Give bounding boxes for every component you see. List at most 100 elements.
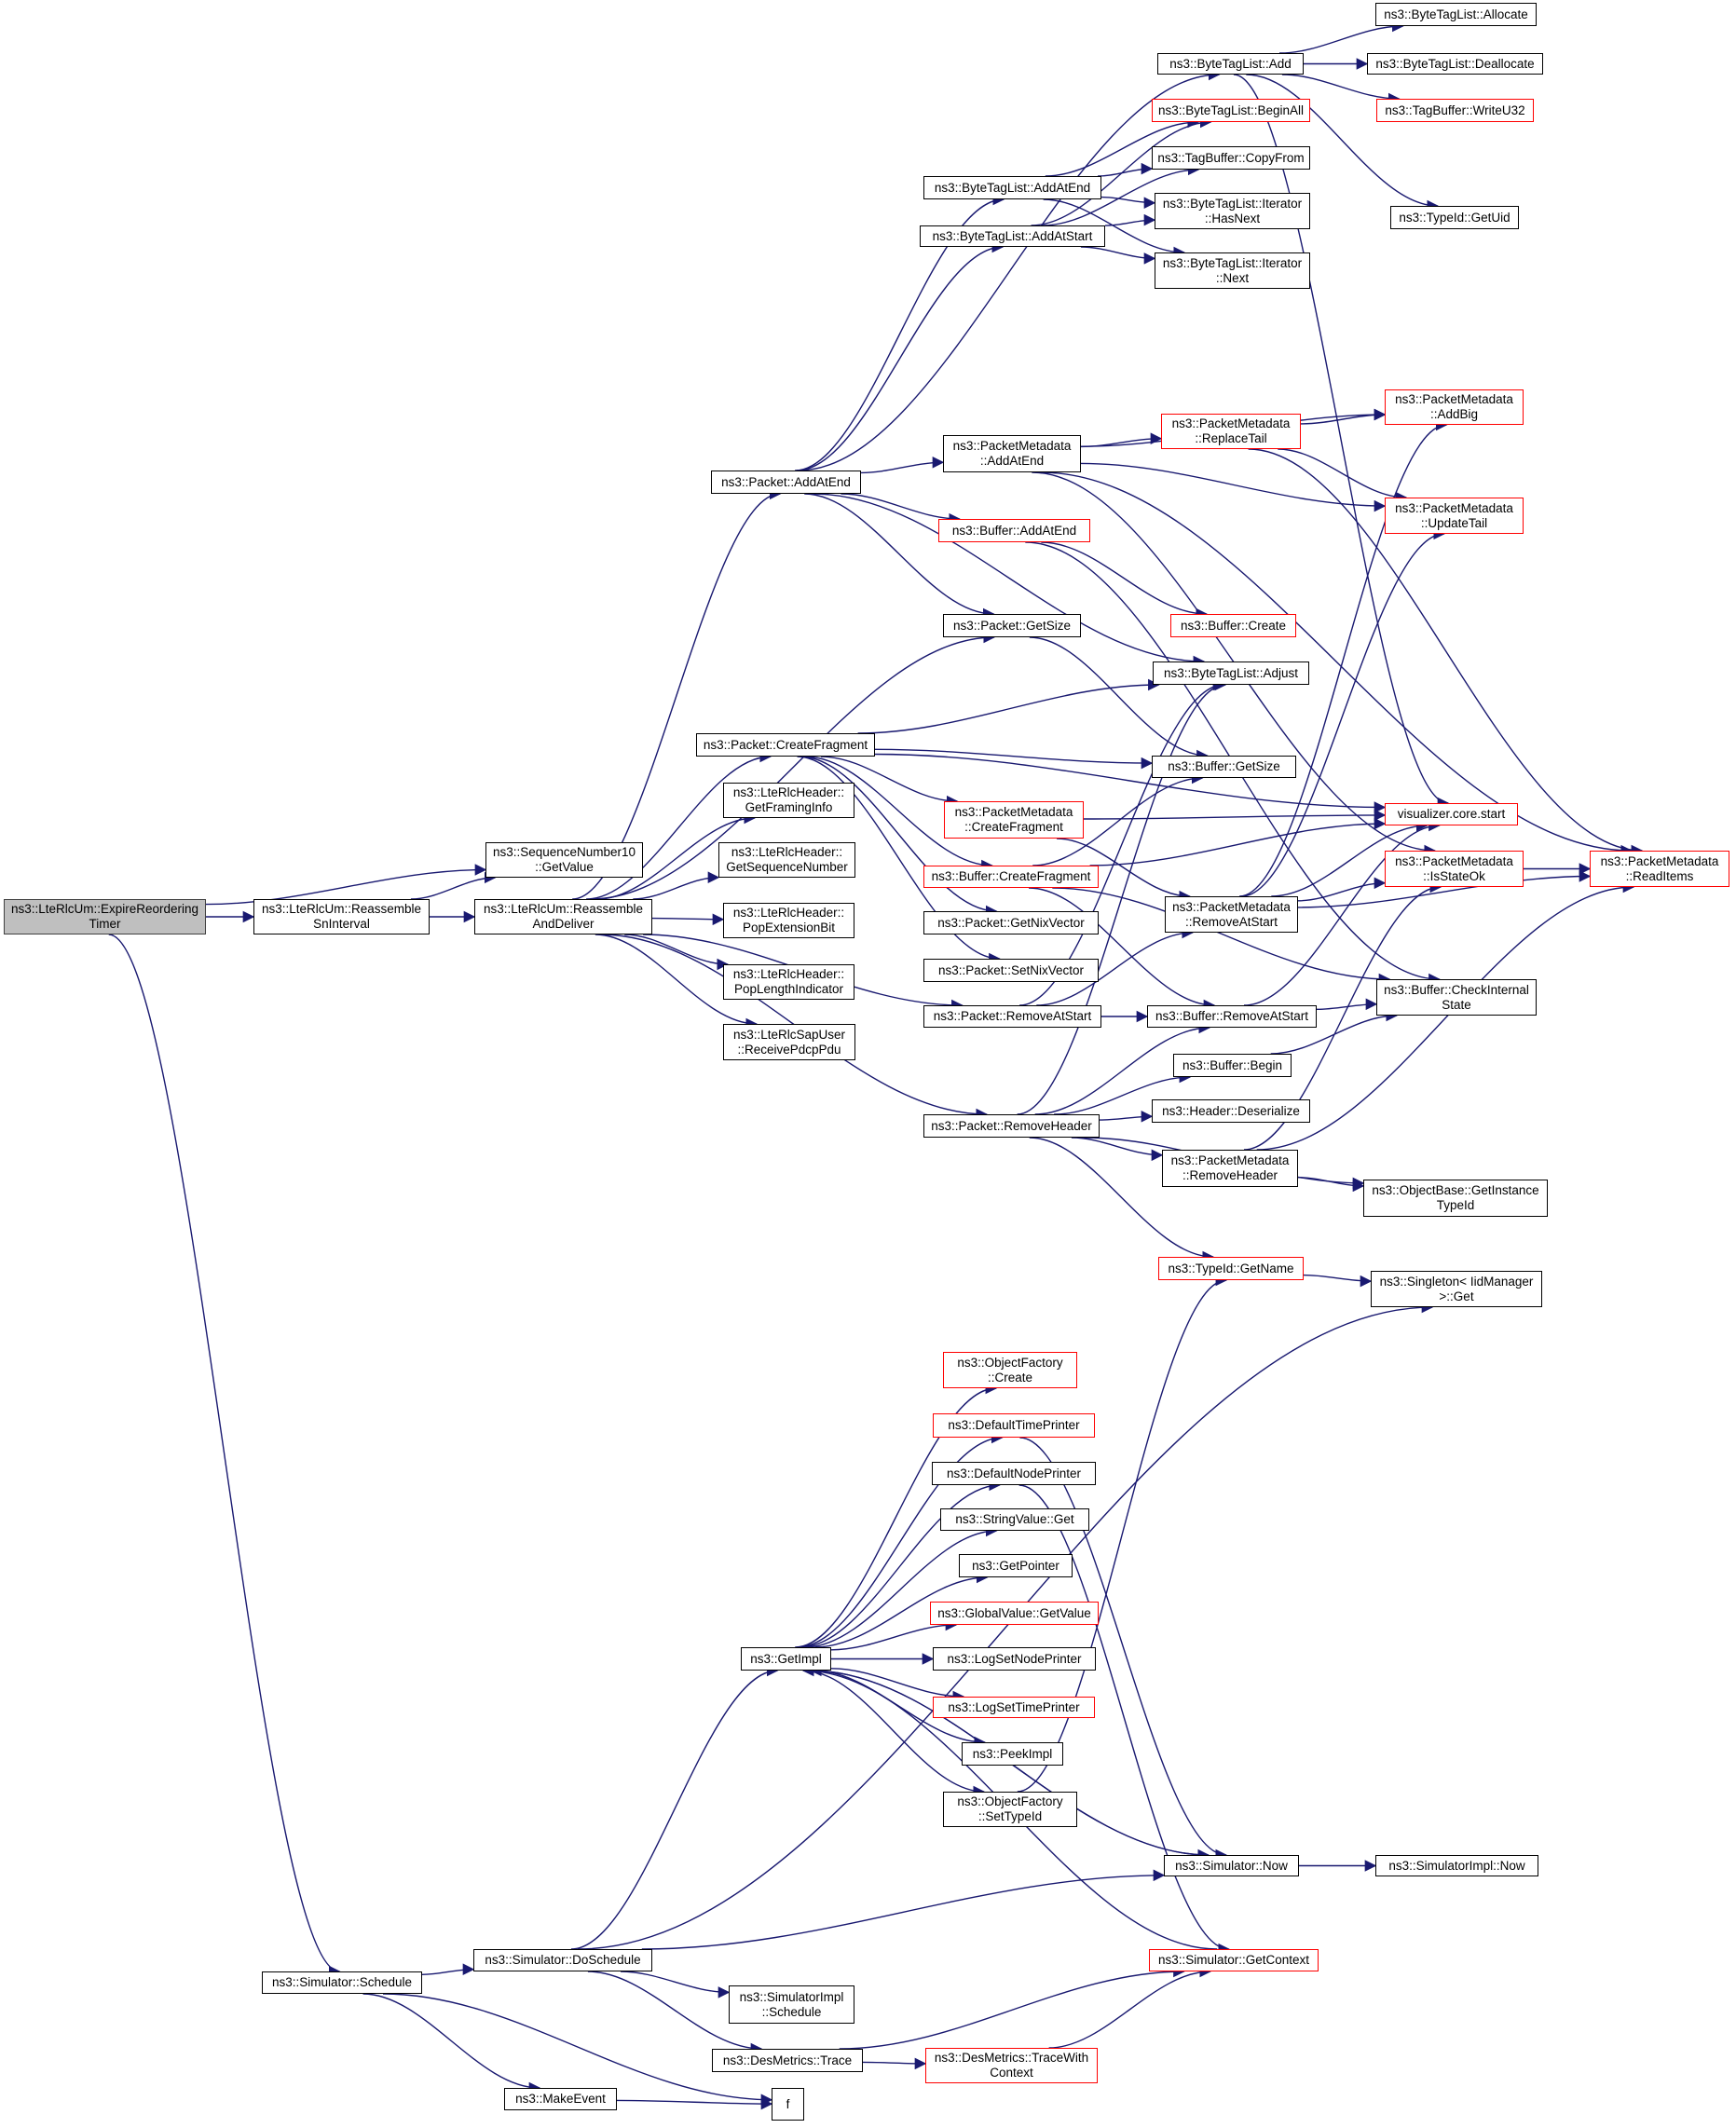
graph-node-singleton-get[interactable]: ns3::Singleton< IidManager >::Get [1371, 1271, 1542, 1307]
graph-node-viz-start[interactable]: visualizer.core.start [1385, 803, 1518, 825]
graph-node-sim-getcontext[interactable]: ns3::Simulator::GetContext [1149, 1949, 1319, 1971]
edge-btl-addatend-to-btl-hasnext [1100, 196, 1156, 209]
edge-makeevent-to-f [616, 2097, 773, 2110]
edge-getimpl-to-log-set-time-printer [830, 1668, 965, 1703]
edge-getimpl-to-default-time-printer [797, 1431, 1004, 1648]
graph-node-root[interactable]: ns3::LteRlcUm::ExpireReordering Timer [4, 899, 206, 934]
graph-node-pm-addatend[interactable]: ns3::PacketMetadata ::AddAtEnd [943, 435, 1081, 472]
graph-node-desmetrics-trace[interactable]: ns3::DesMetrics::Trace [712, 2049, 863, 2072]
edge-pkt-removeheader-to-pm-removeheader [1071, 1137, 1164, 1162]
graph-node-stringvalue-get[interactable]: ns3::StringValue::Get [940, 1508, 1089, 1531]
edge-btl-add-to-btl-allocate [1278, 20, 1404, 54]
graph-node-pm-removeatstart[interactable]: ns3::PacketMetadata ::RemoveAtStart [1165, 896, 1298, 933]
graph-node-pkt-removeatstart[interactable]: ns3::Packet::RemoveAtStart [923, 1005, 1101, 1028]
edge-getimpl-to-default-node-printer [800, 1479, 1001, 1648]
edge-pkt-createfragment-to-pkt-getnix [800, 756, 998, 918]
graph-node-ob-getinstancetypeid[interactable]: ns3::ObjectBase::GetInstance TypeId [1363, 1180, 1548, 1217]
graph-node-default-node-printer[interactable]: ns3::DefaultNodePrinter [932, 1462, 1096, 1485]
edge-btl-addatstart-to-btl-beginall [1031, 116, 1212, 226]
graph-node-seq-getvalue[interactable]: ns3::SequenceNumber10 ::GetValue [485, 842, 643, 878]
graph-node-btl-next[interactable]: ns3::ByteTagList::Iterator ::Next [1155, 252, 1310, 289]
edge-btl-addatstart-to-btl-hasnext [1104, 213, 1156, 226]
graph-node-btl-addatend[interactable]: ns3::ByteTagList::AddAtEnd [923, 176, 1101, 199]
graph-node-pm-removeheader[interactable]: ns3::PacketMetadata ::RemoveHeader [1162, 1150, 1298, 1187]
graph-node-buf-getsize[interactable]: ns3::Buffer::GetSize [1152, 756, 1296, 778]
graph-node-btl-beginall[interactable]: ns3::ByteTagList::BeginAll [1152, 99, 1310, 122]
graph-node-buf-createfragment[interactable]: ns3::Buffer::CreateFragment [923, 866, 1099, 888]
graph-node-pm-isstateok[interactable]: ns3::PacketMetadata ::IsStateOk [1385, 851, 1524, 887]
graph-node-hdr-poplen[interactable]: ns3::LteRlcHeader:: PopLengthIndicator [723, 964, 854, 1000]
edge-reassemble-deliver-to-hdr-poplen [624, 934, 730, 971]
graph-node-pm-readitems[interactable]: ns3::PacketMetadata ::ReadItems [1590, 851, 1729, 887]
graph-node-buf-create[interactable]: ns3::Buffer::Create [1170, 614, 1296, 637]
edge-pm-removeheader-to-ob-getinstancetypeid [1297, 1177, 1365, 1193]
graph-node-default-time-printer[interactable]: ns3::DefaultTimePrinter [933, 1413, 1095, 1438]
graph-node-getimpl[interactable]: ns3::GetImpl [741, 1647, 831, 1671]
edge-pm-replacetail-to-pm-addbig [1300, 408, 1387, 425]
graph-node-log-set-time-printer[interactable]: ns3::LogSetTimePrinter [933, 1697, 1095, 1718]
graph-node-sim-now[interactable]: ns3::Simulator::Now [1164, 1855, 1299, 1876]
graph-node-hdr-framinginfo[interactable]: ns3::LteRlcHeader:: GetFramingInfo [723, 783, 854, 818]
graph-node-pkt-getsize[interactable]: ns3::Packet::GetSize [943, 614, 1081, 637]
edge-root-to-sim-schedule [108, 934, 341, 1978]
graph-node-btl-allocate[interactable]: ns3::ByteTagList::Allocate [1375, 3, 1537, 26]
graph-node-pkt-createfragment[interactable]: ns3::Packet::CreateFragment [696, 733, 875, 757]
graph-node-hdr-popext[interactable]: ns3::LteRlcHeader:: PopExtensionBit [723, 903, 854, 938]
edge-sim-doschedule-to-singleton-get [577, 1301, 1434, 1950]
graph-node-btl-deallocate[interactable]: ns3::ByteTagList::Deallocate [1367, 53, 1543, 75]
graph-node-simimpl-schedule[interactable]: ns3::SimulatorImpl ::Schedule [729, 1985, 854, 2024]
edge-reassemble-deliver-to-hdr-seqnum [633, 871, 720, 900]
graph-node-buf-removeatstart[interactable]: ns3::Buffer::RemoveAtStart [1147, 1005, 1317, 1028]
edge-btl-addatend-to-btl-beginall [1045, 116, 1199, 177]
graph-node-pkt-getnix[interactable]: ns3::Packet::GetNixVector [923, 911, 1099, 934]
graph-node-peekimpl[interactable]: ns3::PeekImpl [962, 1742, 1063, 1766]
graph-node-hdr-deserialize[interactable]: ns3::Header::Deserialize [1152, 1099, 1310, 1123]
graph-node-sim-schedule[interactable]: ns3::Simulator::Schedule [262, 1971, 422, 1994]
edge-btl-add-to-typeid-getuid [1246, 74, 1440, 212]
edge-reassemble-deliver-to-hdr-framinginfo [597, 812, 756, 900]
edge-buf-createfragment-to-viz-start [1089, 817, 1387, 866]
graph-node-desmetrics-tracewithcontext[interactable]: ns3::DesMetrics::TraceWith Context [925, 2048, 1098, 2083]
graph-node-buf-begin[interactable]: ns3::Buffer::Begin [1173, 1054, 1292, 1077]
graph-node-simimpl-now[interactable]: ns3::SimulatorImpl::Now [1375, 1855, 1538, 1876]
graph-node-tb-copyfrom[interactable]: ns3::TagBuffer::CopyFrom [1152, 146, 1310, 170]
graph-node-pkt-setnix[interactable]: ns3::Packet::SetNixVector [923, 959, 1099, 982]
graph-node-btl-addatstart[interactable]: ns3::ByteTagList::AddAtStart [920, 225, 1105, 247]
graph-node-getpointer[interactable]: ns3::GetPointer [959, 1554, 1073, 1577]
edge-pm-removeatstart-to-pm-updatetail [1241, 527, 1445, 897]
graph-node-pm-createfragment[interactable]: ns3::PacketMetadata ::CreateFragment [944, 801, 1084, 839]
edge-pkt-removeheader-to-typeid-getname [1029, 1137, 1215, 1263]
edge-reassemble-deliver-to-pkt-createfragment [586, 750, 772, 900]
edge-sim-doschedule-to-desmetrics-trace [587, 1971, 763, 2055]
graph-node-btl-add[interactable]: ns3::ByteTagList::Add [1157, 53, 1304, 75]
graph-node-typeid-getname[interactable]: ns3::TypeId::GetName [1158, 1257, 1304, 1280]
graph-node-btl-hasnext[interactable]: ns3::ByteTagList::Iterator ::HasNext [1155, 193, 1310, 229]
graph-node-reassemble-deliver[interactable]: ns3::LteRlcUm::Reassemble AndDeliver [474, 899, 652, 934]
graph-node-of-settypeid[interactable]: ns3::ObjectFactory ::SetTypeId [943, 1792, 1077, 1827]
graph-node-buf-addatend[interactable]: ns3::Buffer::AddAtEnd [938, 519, 1090, 542]
graph-node-pkt-addatend[interactable]: ns3::Packet::AddAtEnd [711, 471, 861, 494]
graph-node-pm-updatetail[interactable]: ns3::PacketMetadata ::UpdateTail [1385, 498, 1524, 534]
edge-pm-addatend-to-pm-readitems [1041, 471, 1633, 857]
graph-node-pm-replacetail[interactable]: ns3::PacketMetadata ::ReplaceTail [1161, 414, 1301, 449]
graph-node-hdr-seqnum[interactable]: ns3::LteRlcHeader:: GetSequenceNumber [718, 842, 855, 878]
edge-pkt-removeatstart-to-btl-adjust [1019, 678, 1225, 1006]
graph-node-pm-addbig[interactable]: ns3::PacketMetadata ::AddBig [1385, 389, 1524, 425]
graph-node-buf-checkstate[interactable]: ns3::Buffer::CheckInternal State [1376, 979, 1537, 1016]
graph-node-tb-writeu32[interactable]: ns3::TagBuffer::WriteU32 [1376, 99, 1534, 122]
edge-pm-createfragment-to-pm-removeatstart [1056, 838, 1191, 903]
graph-node-typeid-getuid[interactable]: ns3::TypeId::GetUid [1390, 206, 1519, 229]
graph-node-log-set-node-printer[interactable]: ns3::LogSetNodePrinter [933, 1647, 1096, 1671]
graph-node-of-create[interactable]: ns3::ObjectFactory ::Create [943, 1352, 1077, 1388]
edge-pkt-createfragment-to-viz-start [874, 753, 1387, 813]
graph-node-sap-receive[interactable]: ns3::LteRlcSapUser ::ReceivePdcpPdu [723, 1024, 855, 1060]
graph-node-sim-doschedule[interactable]: ns3::Simulator::DoSchedule [473, 1949, 652, 1971]
edge-desmetrics-trace-to-sim-getcontext [839, 1965, 1185, 2050]
edge-pkt-addatend-to-btl-add [798, 68, 1221, 471]
graph-node-f[interactable]: f [772, 2088, 804, 2121]
graph-node-pkt-removeheader[interactable]: ns3::Packet::RemoveHeader [923, 1114, 1100, 1138]
graph-node-btl-adjust[interactable]: ns3::ByteTagList::Adjust [1153, 662, 1309, 685]
graph-node-globalvalue-getvalue[interactable]: ns3::GlobalValue::GetValue [930, 1602, 1099, 1625]
graph-node-makeevent[interactable]: ns3::MakeEvent [504, 2088, 617, 2110]
graph-node-reassemble-sn[interactable]: ns3::LteRlcUm::Reassemble SnInterval [253, 899, 430, 934]
